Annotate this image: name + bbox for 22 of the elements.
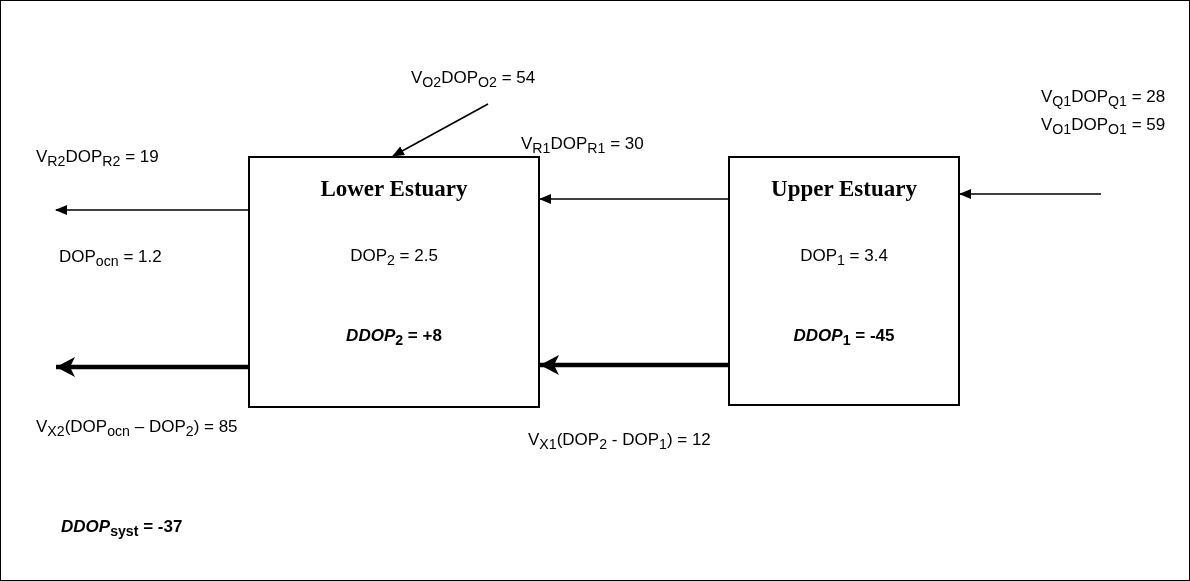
edge-label: V$_{Q1}$DOP$_{Q1}$ = 28 V$_{O1}$DOP$_{O1}$ = 59 <box>1041 86 1167 140</box>
double-arrow <box>53 357 251 377</box>
box-title: Lower Estuary <box>320 176 468 201</box>
edge-label: V$_{X2}$(DOP$_{ocn}$ – DOP$_{2}$) = 85 <box>36 416 238 442</box>
estuary-box <box>248 156 540 408</box>
arrow <box>392 103 489 157</box>
system-balance-text: DDOP$_{syst}$ = -37 <box>61 516 183 542</box>
arrow <box>959 189 1102 199</box>
arrow <box>539 194 729 204</box>
estuary-box <box>728 156 960 406</box>
flux-balance-text: DDOP$_{2}$ = +8 <box>346 326 442 345</box>
edge-label: V$_{R1}$DOP$_{R1}$ = 30 <box>521 133 644 159</box>
edge-label: V$_{X1}$(DOP$_{2}$ - DOP$_{1}$) = 12 <box>528 429 711 455</box>
edge-label: V$_{R2}$DOP$_{R2}$ = 19 <box>36 146 159 172</box>
ocean-concentration-text: DOP$_{ocn}$ = 1.2 <box>59 246 162 272</box>
double-arrow <box>537 355 731 375</box>
edge-label: V$_{O2}$DOP$_{O2}$ = 54 <box>411 67 536 93</box>
arrow <box>55 205 249 215</box>
concentration-text: DOP$_{2}$ = 2.5 <box>350 246 438 265</box>
concentration-text: DOP$_{1}$ = 3.4 <box>800 246 888 265</box>
flux-balance-text: DDOP$_{1}$ = -45 <box>793 326 895 345</box>
box-title: Upper Estuary <box>771 176 917 201</box>
